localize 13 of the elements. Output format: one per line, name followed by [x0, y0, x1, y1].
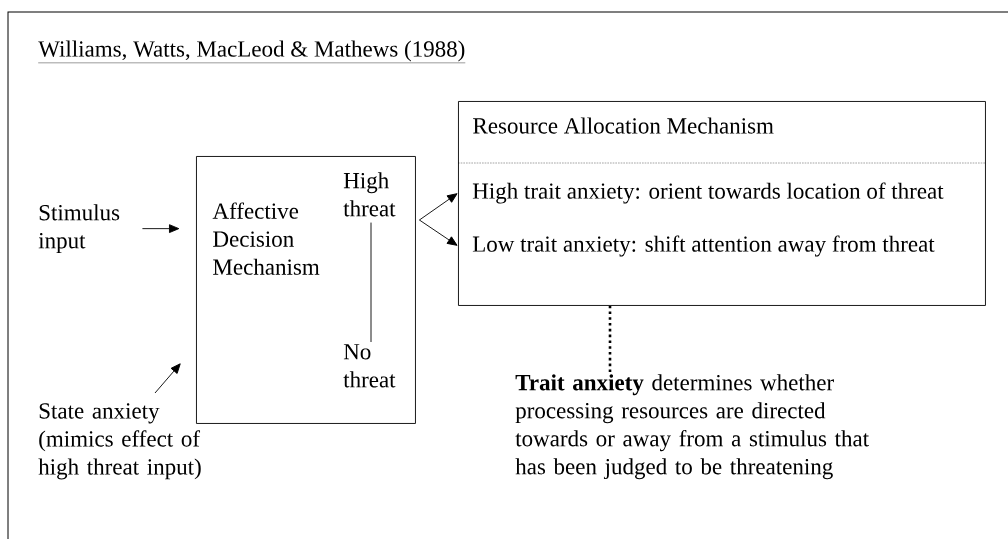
outcome-label: No threat: [343, 344, 396, 388]
outcome-label: High threat: [343, 172, 396, 217]
connector-line: [370, 222, 372, 343]
dotted-line: [608, 305, 612, 372]
response-label: High trait anxiety: orient towards location of threat: [472, 182, 944, 204]
response-label: Low trait anxiety: shift attention away from threat: [472, 235, 935, 257]
arrow: [418, 193, 458, 221]
title: Williams, Watts, MacLeod & Mathews (1988): [38, 40, 466, 64]
arrow: [141, 224, 180, 234]
input-label: Stimulus input: [38, 204, 120, 254]
note-text: Trait anxiety determines whether processing resources are directed towards or away from a stimulus that has been judged to be threatening: [515, 374, 869, 480]
arrow: [154, 363, 181, 394]
arrow: [418, 219, 458, 246]
